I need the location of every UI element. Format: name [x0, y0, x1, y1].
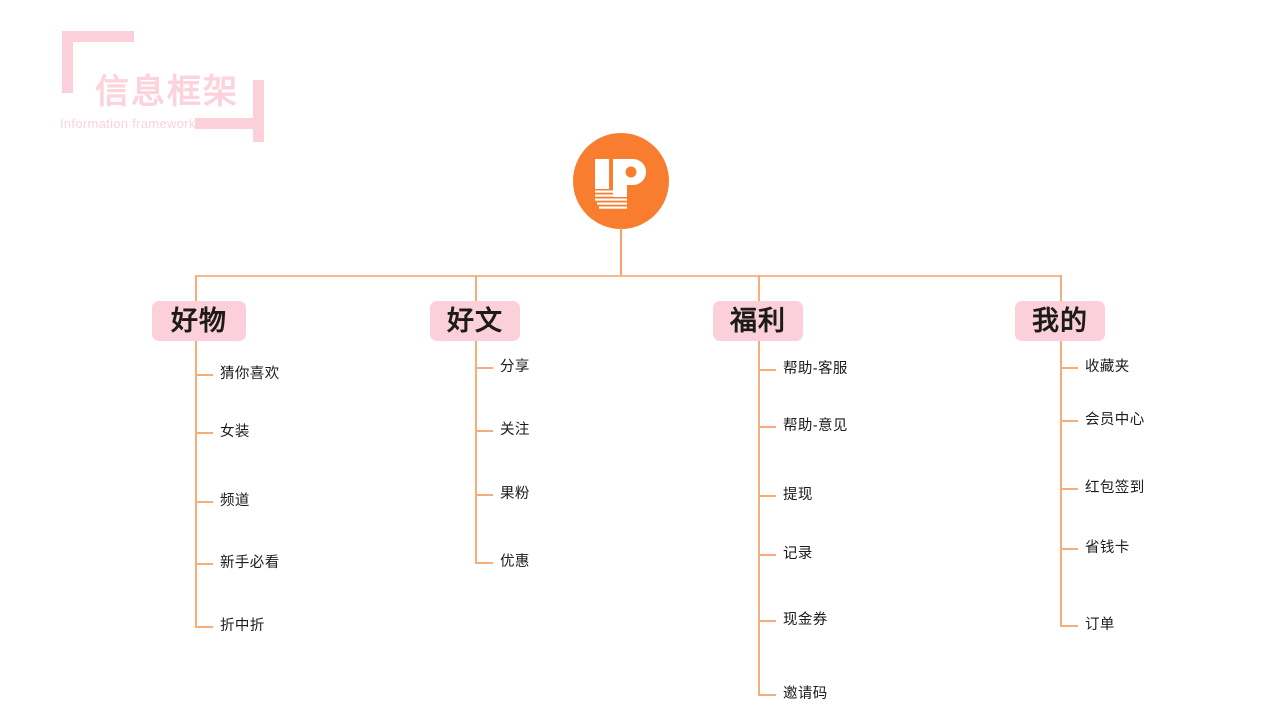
leaf-item[interactable]: 订单 [1085, 617, 1115, 633]
leaf-item[interactable]: 猜你喜欢 [220, 366, 280, 382]
leaf-tick [1060, 548, 1078, 550]
branch-label-3[interactable]: 福利 [713, 301, 803, 341]
leaf-item[interactable]: 邀请码 [783, 686, 828, 702]
leaf-tick [1060, 420, 1078, 422]
leaf-tick [195, 432, 213, 434]
page-title: 信息框架 [95, 73, 239, 111]
leaf-item[interactable]: 女装 [220, 424, 250, 440]
leaf-item[interactable]: 省钱卡 [1085, 540, 1130, 556]
leaf-tick [1060, 367, 1078, 369]
header-badge: 信息框架 Information framework [55, 25, 295, 142]
leaf-item[interactable]: 频道 [220, 493, 250, 509]
leaf-tick [758, 426, 776, 428]
page-subtitle: Information framework [60, 116, 196, 131]
leaf-tick [758, 369, 776, 371]
leaf-item[interactable]: 折中折 [220, 618, 265, 634]
branch-label-2[interactable]: 好文 [430, 301, 520, 341]
leaf-tick [758, 620, 776, 622]
leaf-item[interactable]: 收藏夹 [1085, 359, 1130, 375]
leaf-tick [758, 495, 776, 497]
leaf-item[interactable]: 帮助-客服 [783, 361, 848, 377]
leaf-item[interactable]: 红包签到 [1085, 480, 1145, 496]
leaf-item[interactable]: 现金券 [783, 612, 828, 628]
trunk-bus-line [195, 275, 1061, 277]
leaf-tick [195, 501, 213, 503]
branch-drop-line [475, 275, 477, 301]
leaf-tick [475, 562, 493, 564]
leaf-item[interactable]: 提现 [783, 487, 813, 503]
leaf-tick [475, 430, 493, 432]
leaf-tick [195, 374, 213, 376]
bracket-top-left-vertical [62, 31, 73, 93]
leaf-tick [758, 554, 776, 556]
leaf-tick [195, 563, 213, 565]
leaf-item[interactable]: 会员中心 [1085, 412, 1145, 428]
leaf-item[interactable]: 优惠 [500, 554, 530, 570]
leaf-item[interactable]: 新手必看 [220, 555, 280, 571]
bracket-top-left-horizontal [62, 31, 134, 42]
leaf-tick [758, 694, 776, 696]
leaf-tick [1060, 625, 1078, 627]
root-connector-stem [620, 228, 622, 276]
leaf-item[interactable]: 帮助-意见 [783, 418, 848, 434]
leaf-tick [475, 367, 493, 369]
leaf-item[interactable]: 分享 [500, 359, 530, 375]
leaf-item[interactable]: 记录 [783, 546, 813, 562]
branch-drop-line [195, 275, 197, 301]
leaf-item[interactable]: 果粉 [500, 486, 530, 502]
branch-spine-line [758, 341, 760, 694]
leaf-tick [1060, 488, 1078, 490]
leaf-item[interactable]: 关注 [500, 422, 530, 438]
branch-label-4[interactable]: 我的 [1015, 301, 1105, 341]
bracket-bottom-right-horizontal [195, 118, 264, 129]
branch-drop-line [1060, 275, 1062, 301]
branch-spine-line [1060, 341, 1062, 625]
branch-spine-line [475, 341, 477, 562]
leaf-tick [475, 494, 493, 496]
up-logo-icon [595, 159, 646, 209]
branch-label-1[interactable]: 好物 [152, 301, 246, 341]
branch-drop-line [758, 275, 760, 301]
bracket-bottom-right-vertical [253, 80, 264, 142]
leaf-tick [195, 626, 213, 628]
branch-spine-line [195, 341, 197, 626]
root-node[interactable] [573, 133, 669, 229]
